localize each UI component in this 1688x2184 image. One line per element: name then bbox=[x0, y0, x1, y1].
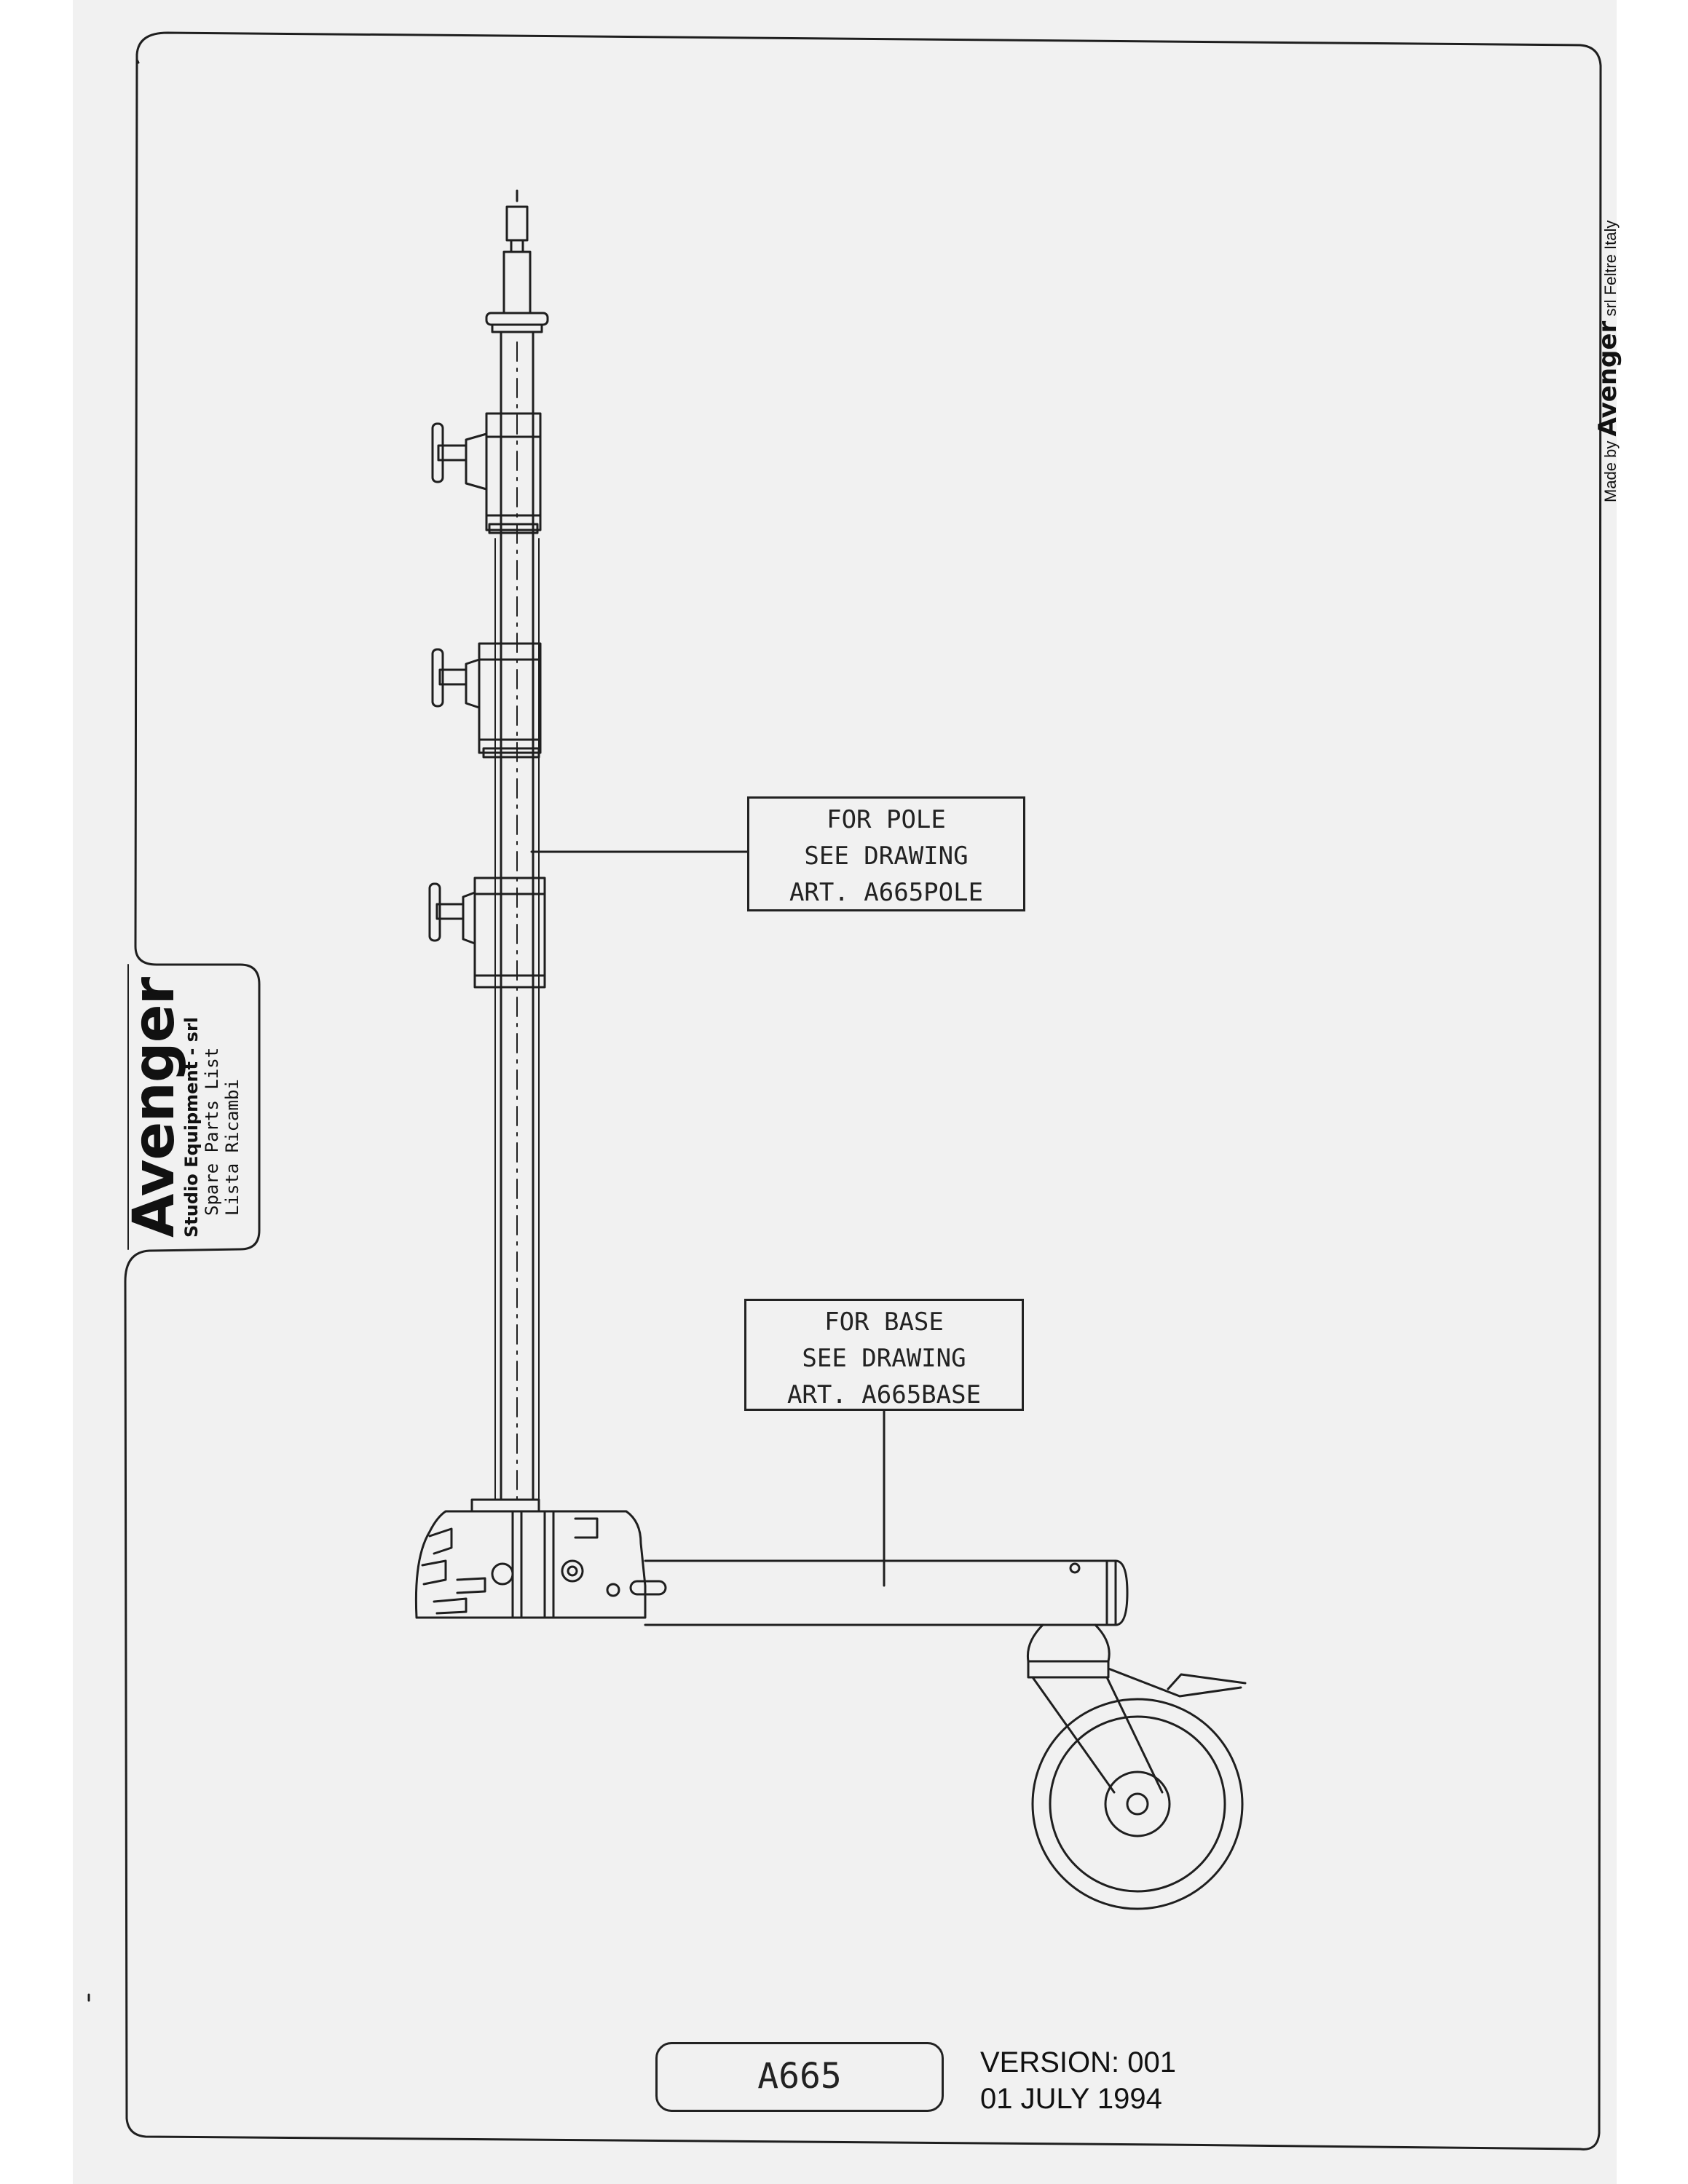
version-date: 01 JULY 1994 bbox=[980, 2083, 1162, 2115]
maker-credit: Made by Avenger srl Feltre Italy bbox=[1593, 221, 1622, 502]
clamp-2 bbox=[431, 642, 542, 759]
pole-callout-line2: SEE DRAWING bbox=[804, 842, 969, 871]
base-callout-box: FOR BASE SEE DRAWING ART. A665BASE bbox=[744, 1299, 1024, 1411]
pole-callout-box: FOR POLE SEE DRAWING ART. A665POLE bbox=[747, 796, 1025, 911]
maker-suffix: srl Feltre Italy bbox=[1601, 220, 1620, 317]
brand-logo: Avenger bbox=[122, 977, 187, 1238]
sheet-border bbox=[124, 31, 1602, 2151]
maker-prefix: Made by bbox=[1601, 440, 1620, 502]
tab-label-en: Spare Parts List bbox=[202, 1047, 222, 1216]
pole-callout-line3: ART. A665POLE bbox=[789, 878, 984, 907]
drawing-sheet bbox=[73, 0, 1617, 2184]
clamp-1 bbox=[431, 412, 542, 534]
tab-label-it: Lista Ricambi bbox=[222, 1079, 242, 1216]
brand-tab: Avenger Studio Equipment - srl Spare Par… bbox=[122, 961, 251, 1238]
base-hub bbox=[414, 1498, 667, 1619]
caster-wheel bbox=[1026, 1623, 1247, 1910]
version-block: VERSION: 001 01 JULY 1994 bbox=[980, 2044, 1176, 2117]
pole-callout-line1: FOR POLE bbox=[827, 805, 946, 834]
version-number: VERSION: 001 bbox=[980, 2046, 1177, 2078]
base-callout-line1: FOR BASE bbox=[824, 1307, 944, 1337]
base-callout-line2: SEE DRAWING bbox=[802, 1344, 966, 1373]
pole bbox=[494, 331, 540, 1501]
spigot bbox=[485, 189, 549, 333]
base-callout-line3: ART. A665BASE bbox=[786, 1380, 982, 1409]
stray-mark bbox=[135, 58, 140, 64]
base-leg bbox=[644, 1559, 1129, 1626]
clamp-3 bbox=[428, 877, 546, 989]
article-code-box: A665 bbox=[655, 2042, 944, 2112]
maker-brand: Avenger bbox=[1593, 320, 1622, 437]
